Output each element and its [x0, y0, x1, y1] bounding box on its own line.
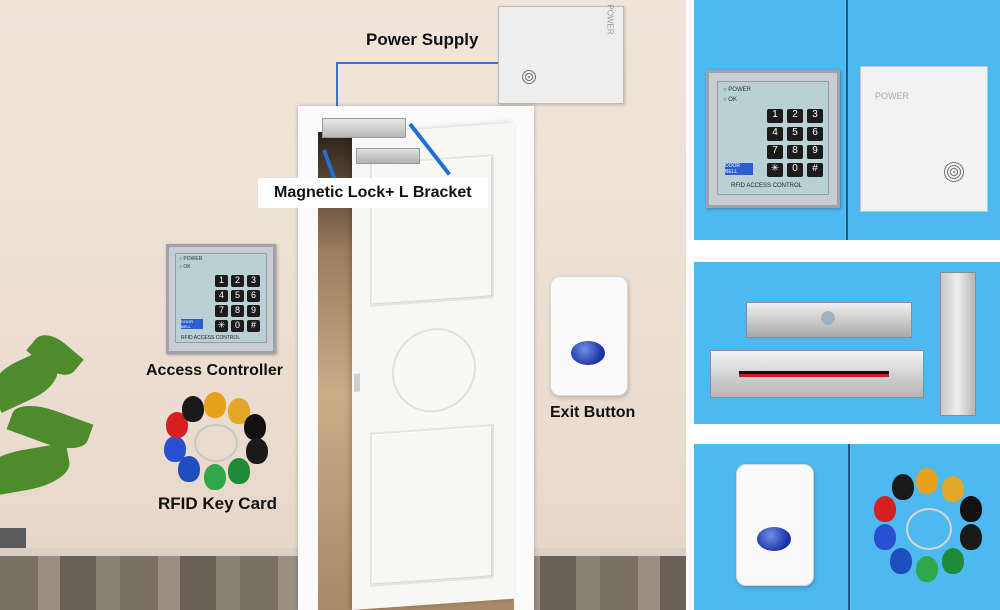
keypad-key: #	[247, 320, 260, 332]
keypad-key: 2	[787, 109, 803, 123]
product-rfid-key-cards	[870, 468, 986, 588]
rfid-key-cards	[160, 392, 270, 492]
rfid-tag	[960, 496, 982, 522]
psu-speaker-grille	[943, 161, 965, 183]
keypad-key: 1	[215, 275, 228, 287]
keypad-key: 7	[215, 305, 228, 317]
keypad-key: #	[807, 163, 823, 177]
exit-button-blue-cap	[757, 527, 791, 551]
rfid-tag	[164, 436, 186, 462]
power-wire	[336, 62, 502, 110]
power-supply-label: Power Supply	[366, 30, 479, 49]
key-rings	[194, 424, 238, 462]
keypad-status-power: ○ POWER	[723, 87, 751, 93]
exit-button-label: Exit Button	[550, 404, 636, 421]
keypad-key: 3	[807, 109, 823, 123]
keypad-key: 8	[787, 145, 803, 159]
keypad-key: 3	[247, 275, 260, 287]
armature-plate	[746, 302, 912, 338]
keypad-key: 9	[247, 305, 260, 317]
keypad-key: 7	[767, 145, 783, 159]
keypad-key: 4	[767, 127, 783, 141]
rfid-tag	[244, 414, 266, 440]
keypad-key: 6	[807, 127, 823, 141]
keypad-key: 5	[231, 290, 244, 302]
rfid-tag	[942, 548, 964, 574]
keypad-key: 0	[231, 320, 244, 332]
key-rings	[906, 508, 952, 550]
exit-button-blue-cap	[571, 341, 605, 365]
rfid-key-card-label: RFID Key Card	[158, 494, 278, 513]
doorbell-key: DOOR BELL	[725, 163, 753, 175]
keypad-key: 1	[767, 109, 783, 123]
keypad-key: 9	[807, 145, 823, 159]
keypad-key: ✳	[767, 163, 783, 177]
product-power-supply: POWER	[860, 66, 988, 212]
power-supply-box: POWER	[498, 4, 624, 104]
keypad-status-ok: ○ OK	[179, 264, 191, 270]
keypad-caption: RFID ACCESS CONTROL	[181, 335, 241, 341]
rfid-tag	[892, 474, 914, 500]
rfid-tag	[874, 496, 896, 522]
product-exit-button	[736, 464, 814, 586]
magnetic-lock-label: Magnetic Lock+ L Bracket	[258, 178, 488, 208]
magnetic-lock	[322, 118, 406, 138]
rfid-tag	[874, 524, 896, 550]
rfid-tag	[182, 396, 204, 422]
product-keypad: ○ POWER ○ OK 1 2 3 4 5 6 7 8 9 ✳ 0 # DOO…	[706, 70, 840, 208]
door-handle	[354, 373, 360, 392]
psu-speaker-grille	[521, 69, 537, 85]
keypad-key: 8	[231, 305, 244, 317]
rfid-tag	[204, 392, 226, 418]
product-panel-magnetic-lock	[694, 262, 1000, 424]
access-controller-keypad: ○ POWER ○ OK 1 2 3 4 5 6 7 8 9 ✳ 0 # DOO…	[166, 244, 276, 354]
rfid-tag	[204, 464, 226, 490]
product-panel-keypad-psu: ○ POWER ○ OK 1 2 3 4 5 6 7 8 9 ✳ 0 # DOO…	[694, 0, 1000, 240]
rfid-tag	[228, 458, 250, 484]
door-ornament	[392, 325, 476, 416]
keypad-status-power: ○ POWER	[179, 256, 203, 262]
keypad-key: 4	[215, 290, 228, 302]
door-panel-bottom	[370, 424, 494, 587]
keypad-key: 6	[247, 290, 260, 302]
l-bracket-product	[940, 272, 976, 416]
exit-button-device	[550, 276, 628, 396]
access-controller-label: Access Controller	[146, 362, 283, 379]
psu-brand: POWER	[605, 4, 615, 35]
keypad-key: ✳	[215, 320, 228, 332]
doorbell-key: DOOR BELL	[181, 319, 203, 329]
rfid-tag	[960, 524, 982, 550]
lock-wires	[739, 371, 889, 377]
magnetic-lock-body	[710, 350, 924, 398]
product-panel-exit-rfid	[694, 444, 1000, 610]
rfid-tag	[916, 556, 938, 582]
keypad-key: 2	[231, 275, 244, 287]
panel-divider	[846, 0, 848, 240]
rfid-tag	[942, 476, 964, 502]
l-bracket	[356, 148, 420, 164]
door-panel-top	[370, 154, 494, 307]
keypad-key: 5	[787, 127, 803, 141]
keypad-status-ok: ○ OK	[723, 97, 737, 103]
armature-bolt	[821, 311, 835, 325]
plant-leaf	[0, 442, 73, 498]
rfid-tag	[916, 468, 938, 494]
psu-brand: POWER	[875, 91, 910, 101]
keypad-key: 0	[787, 163, 803, 177]
rfid-tag	[166, 412, 188, 438]
rfid-tag	[228, 398, 250, 424]
rfid-tag	[178, 456, 200, 482]
rfid-tag	[246, 438, 268, 464]
keypad-caption: RFID ACCESS CONTROL	[731, 183, 803, 189]
panel-divider	[848, 444, 850, 610]
rfid-tag	[890, 548, 912, 574]
installation-scene: POWER Power Supply Magnetic Lock+ L Brac…	[0, 0, 686, 610]
